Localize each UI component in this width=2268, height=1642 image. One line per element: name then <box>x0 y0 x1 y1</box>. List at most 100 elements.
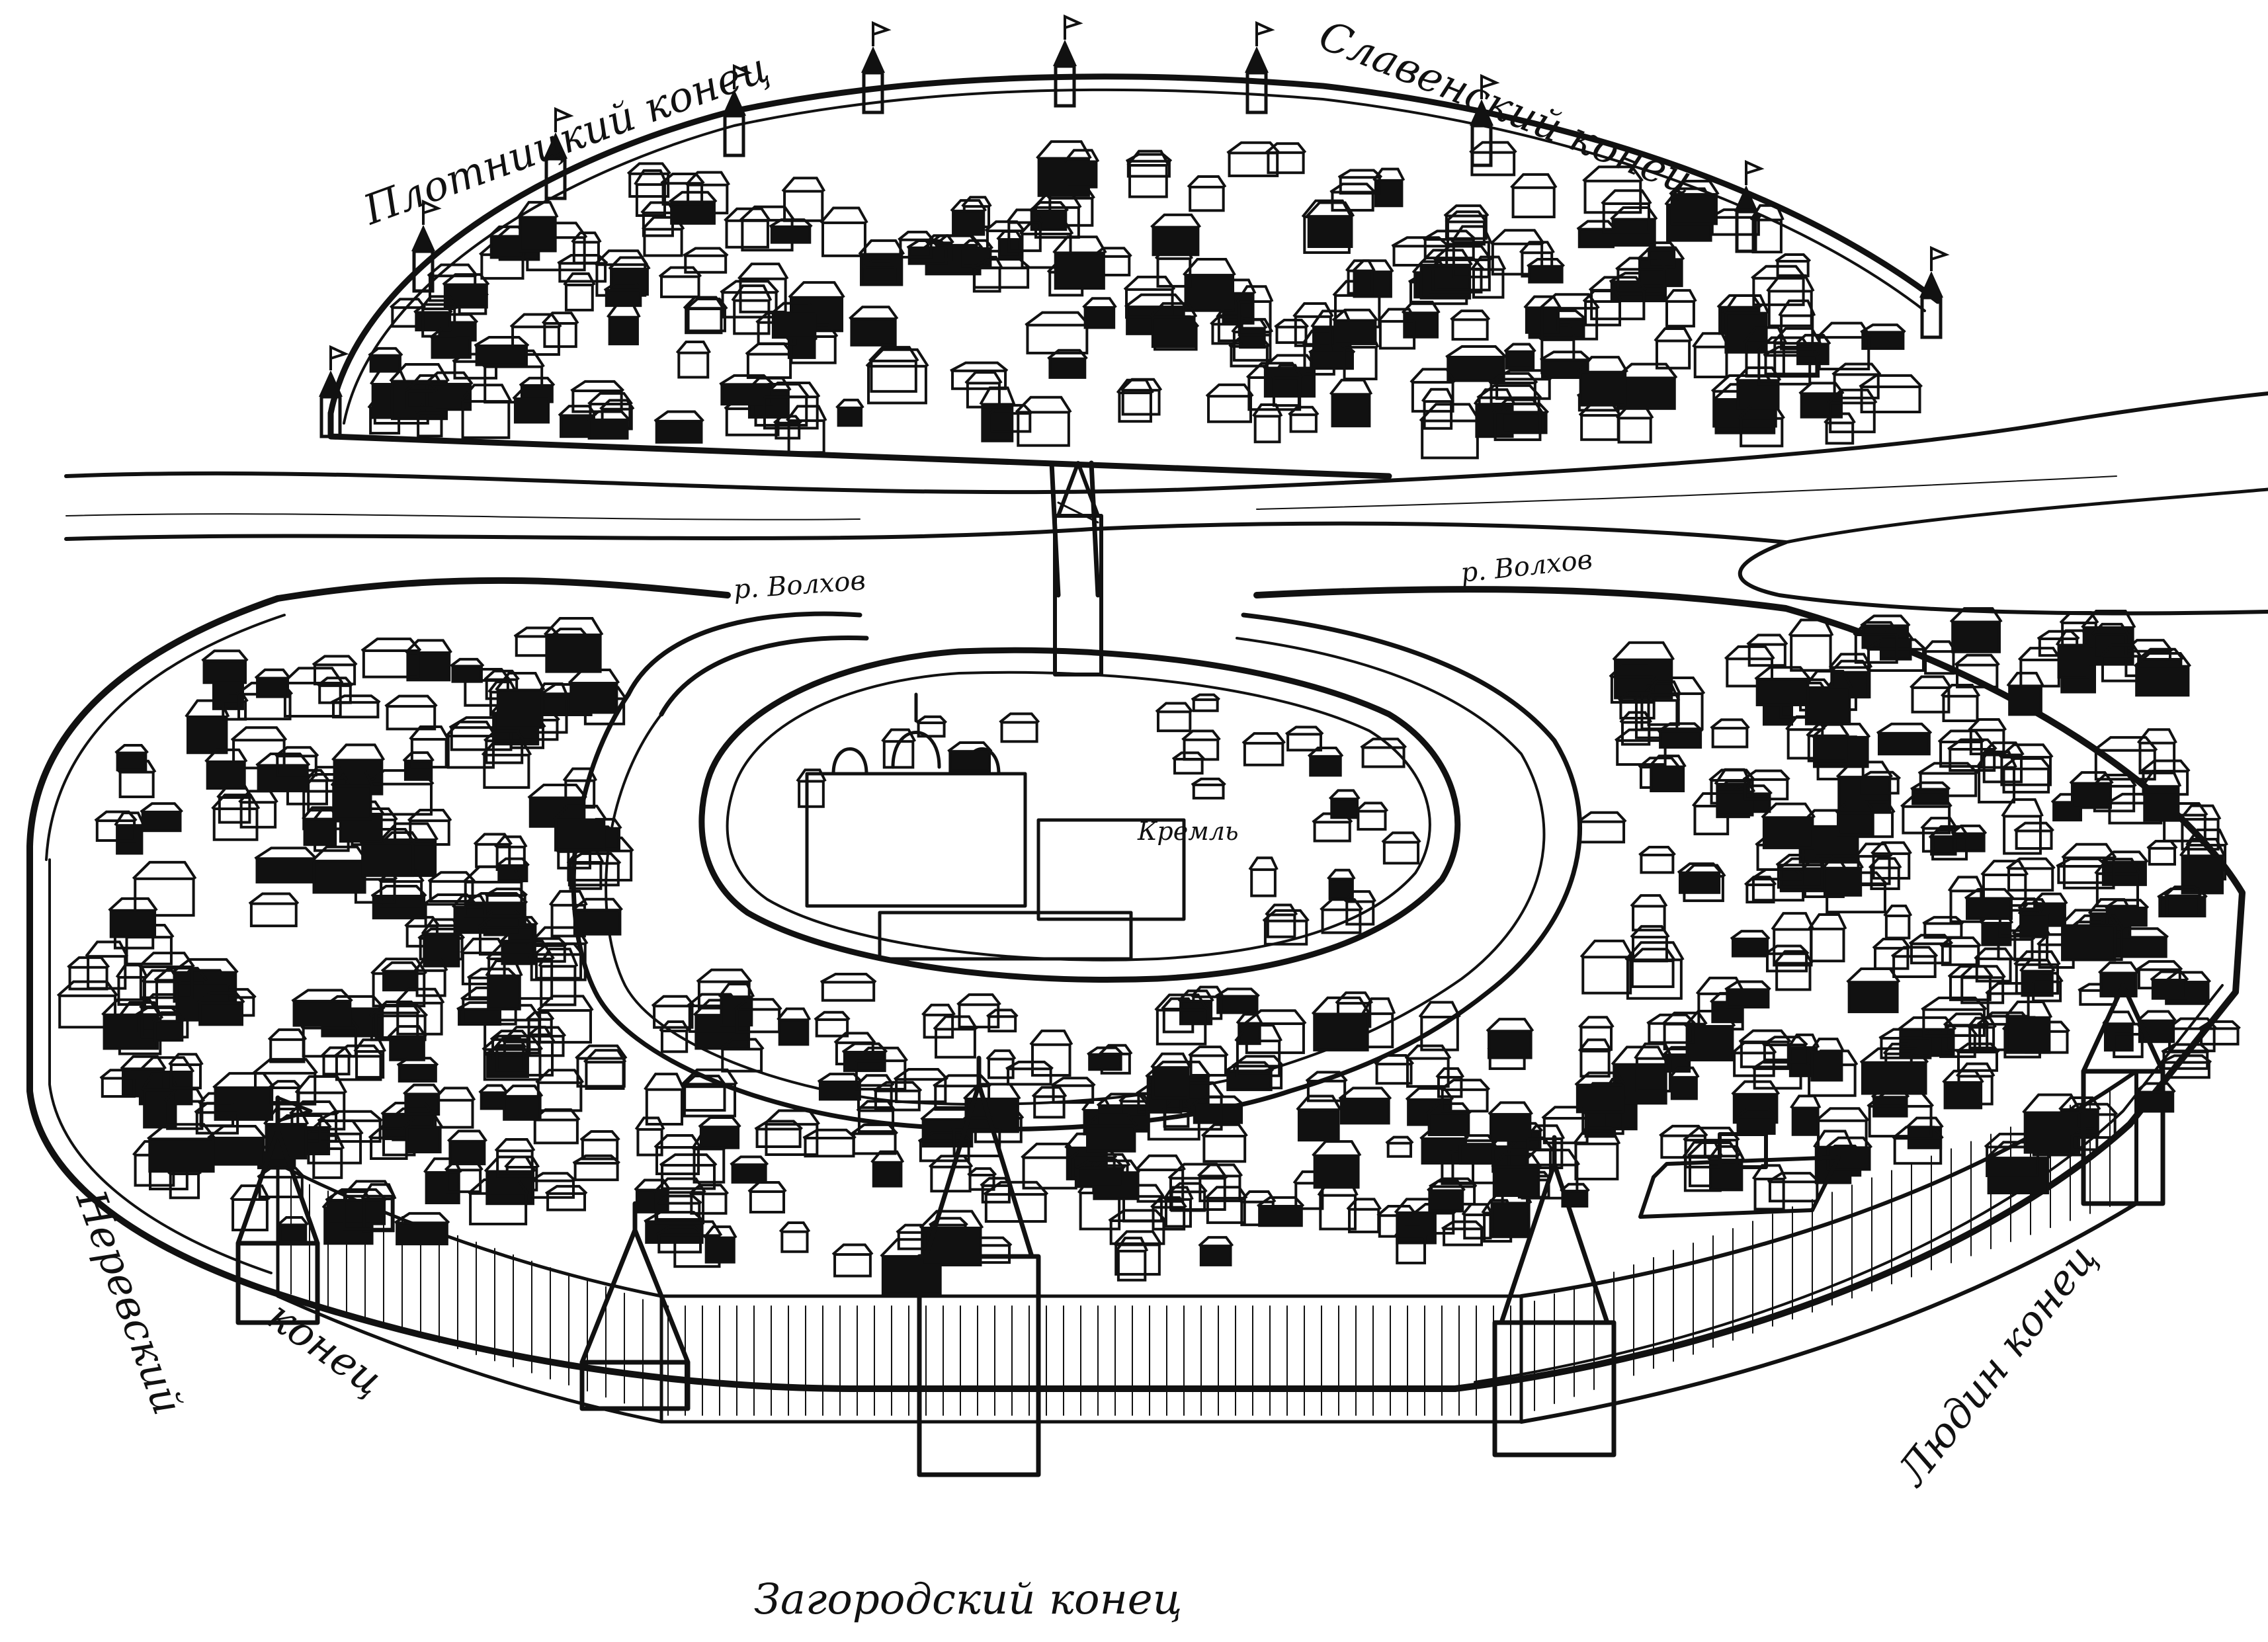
house-icon <box>196 991 245 1026</box>
house-icon <box>1872 938 1911 970</box>
house-icon <box>1624 941 1685 1000</box>
house-icon <box>819 972 877 1002</box>
house-icon <box>291 989 353 1027</box>
house-icon <box>1827 388 1878 434</box>
house-icon <box>1126 149 1170 198</box>
house-icon <box>478 1084 509 1110</box>
house-icon <box>151 1011 185 1042</box>
house-icon <box>1577 811 1627 844</box>
house-icon <box>1648 755 1687 793</box>
house-icon <box>1767 1172 1820 1203</box>
house-icon <box>1751 265 1807 306</box>
house-icon <box>1084 1113 1138 1153</box>
house-icon <box>770 302 818 339</box>
house-icon <box>1163 1186 1194 1228</box>
house-icon <box>1859 770 1902 795</box>
house-icon <box>1630 894 1668 932</box>
house-icon <box>404 382 438 409</box>
house-icon <box>853 1046 908 1091</box>
house-icon <box>1878 1028 1933 1059</box>
house-icon <box>2141 770 2182 822</box>
house-icon <box>1312 1140 1362 1189</box>
kremlin-wall <box>698 647 1461 983</box>
house-icon <box>2134 1082 2176 1113</box>
house-icon <box>1031 1086 1068 1119</box>
house-icon <box>1241 732 1286 766</box>
house-icon <box>1859 1047 1929 1095</box>
house-icon <box>571 231 602 265</box>
house-icon <box>868 346 919 393</box>
house-icon <box>302 806 339 846</box>
house-icon <box>1616 405 1654 444</box>
house-icon <box>819 206 868 257</box>
house-icon <box>1338 1087 1392 1125</box>
house-icon <box>1803 669 1853 725</box>
house-icon <box>950 199 987 236</box>
house-icon <box>1835 801 1876 837</box>
house-icon <box>950 361 1009 390</box>
house-icon <box>1503 343 1536 370</box>
house-icon <box>1609 664 1657 704</box>
house-icon <box>817 1073 863 1101</box>
house-icon <box>384 694 438 731</box>
house-icon <box>254 668 291 698</box>
house-icon <box>248 892 300 928</box>
house-icon <box>1394 1223 1428 1264</box>
house-icon <box>2107 927 2169 958</box>
house-icon <box>403 1115 444 1154</box>
house-icon <box>1954 653 2000 688</box>
house-icon <box>719 374 775 406</box>
house-icon <box>653 1134 702 1176</box>
house-icon <box>325 1188 388 1225</box>
house-icon <box>653 410 704 444</box>
house-icon <box>865 348 929 405</box>
house-icon <box>394 987 445 1036</box>
wall-tower-icon <box>1053 14 1083 108</box>
house-icon <box>745 342 794 380</box>
house-icon <box>1870 841 1912 880</box>
house-icon <box>1331 308 1379 345</box>
house-icon <box>115 964 148 1006</box>
house-icon <box>1271 364 1302 407</box>
house-icon <box>276 1216 309 1243</box>
house-icon <box>1716 780 1756 817</box>
house-icon <box>1187 175 1227 212</box>
house-icon <box>967 1167 997 1191</box>
house-icon <box>1005 208 1044 253</box>
house-icon <box>1798 382 1845 419</box>
house-icon <box>1510 173 1558 219</box>
house-icon <box>2006 671 2044 716</box>
house-icon <box>2001 757 2052 794</box>
house-icon <box>138 952 195 999</box>
house-icon <box>656 1225 704 1254</box>
label-river-volkhov-right: р. Волхов <box>1459 544 1594 589</box>
house-icon <box>541 311 579 349</box>
house-icon <box>1377 308 1417 350</box>
earthwork-ring <box>571 611 1582 1132</box>
house-icon <box>530 1172 577 1199</box>
house-icon <box>1710 718 1750 749</box>
north-city-wall <box>327 73 1941 479</box>
house-icon <box>1527 258 1566 284</box>
house-icon <box>1486 1018 1534 1059</box>
house-icon <box>460 384 513 439</box>
house-icon <box>1579 939 1634 995</box>
wall-tower-icon <box>722 63 753 157</box>
house-icon <box>572 1154 620 1182</box>
house-icon <box>1257 1196 1305 1227</box>
house-icon <box>543 617 604 673</box>
house-icon <box>1118 1092 1150 1118</box>
house-icon <box>1684 1009 1736 1061</box>
house-icon <box>1808 913 1847 963</box>
house-icon <box>462 865 525 918</box>
house-icon <box>835 398 864 427</box>
house-icon <box>658 266 702 298</box>
house-icon <box>473 833 513 868</box>
house-icon <box>1947 965 1994 1001</box>
house-icon <box>769 218 813 244</box>
house-icon <box>1346 1198 1382 1233</box>
house-icon <box>1900 793 1953 835</box>
house-icon <box>1742 769 1790 801</box>
house-icon <box>1929 825 1970 861</box>
north-towers <box>319 14 1950 438</box>
